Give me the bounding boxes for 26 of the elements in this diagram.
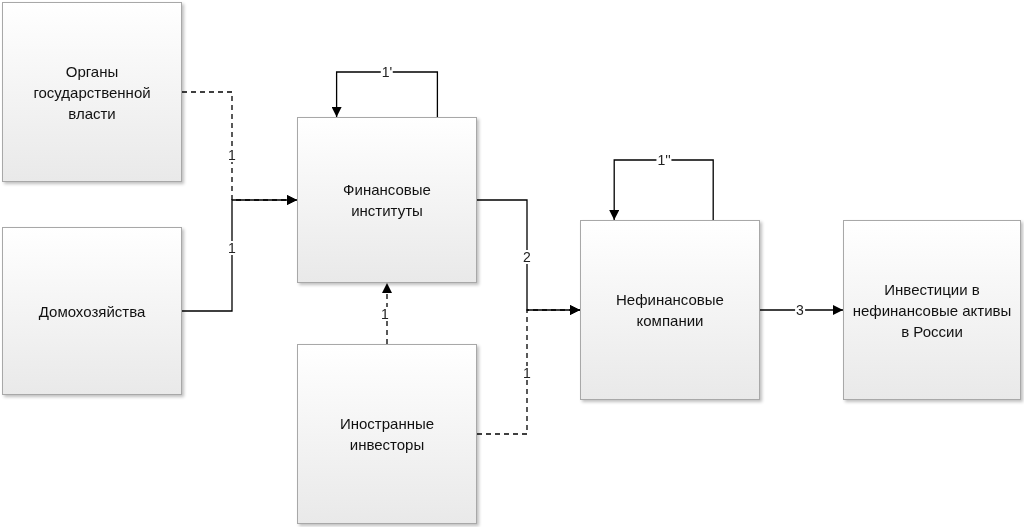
box-text: Органы государственной власти xyxy=(33,62,151,122)
box-text: Домохозяйства xyxy=(38,302,146,320)
box-text: Нефинансовые компании xyxy=(616,291,724,329)
process-box xyxy=(843,220,1021,400)
edge-label: 1 xyxy=(227,148,237,162)
arrow xyxy=(181,195,298,312)
edge-label: 2 xyxy=(522,250,532,264)
box-text: Инвестиции в нефинансовые активы в России xyxy=(852,280,1012,340)
arrow xyxy=(476,305,581,435)
edge-label: 1 xyxy=(227,241,237,255)
edge-label: 1' xyxy=(380,65,394,79)
edge-label: 1'' xyxy=(656,153,672,167)
process-box xyxy=(297,344,477,524)
arrow xyxy=(609,159,714,221)
box-text: Иностранные инвесторы xyxy=(339,415,435,453)
box-text: Финансовые институты xyxy=(343,181,431,219)
arrow xyxy=(382,282,392,345)
arrow xyxy=(759,305,844,315)
edge-label: 3 xyxy=(795,303,805,317)
process-box xyxy=(2,227,182,395)
process-box xyxy=(297,117,477,283)
arrow xyxy=(331,71,439,118)
process-box xyxy=(2,2,182,182)
edge-label: 1 xyxy=(522,366,532,380)
process-box xyxy=(580,220,760,400)
edge-label: 1 xyxy=(380,307,390,321)
